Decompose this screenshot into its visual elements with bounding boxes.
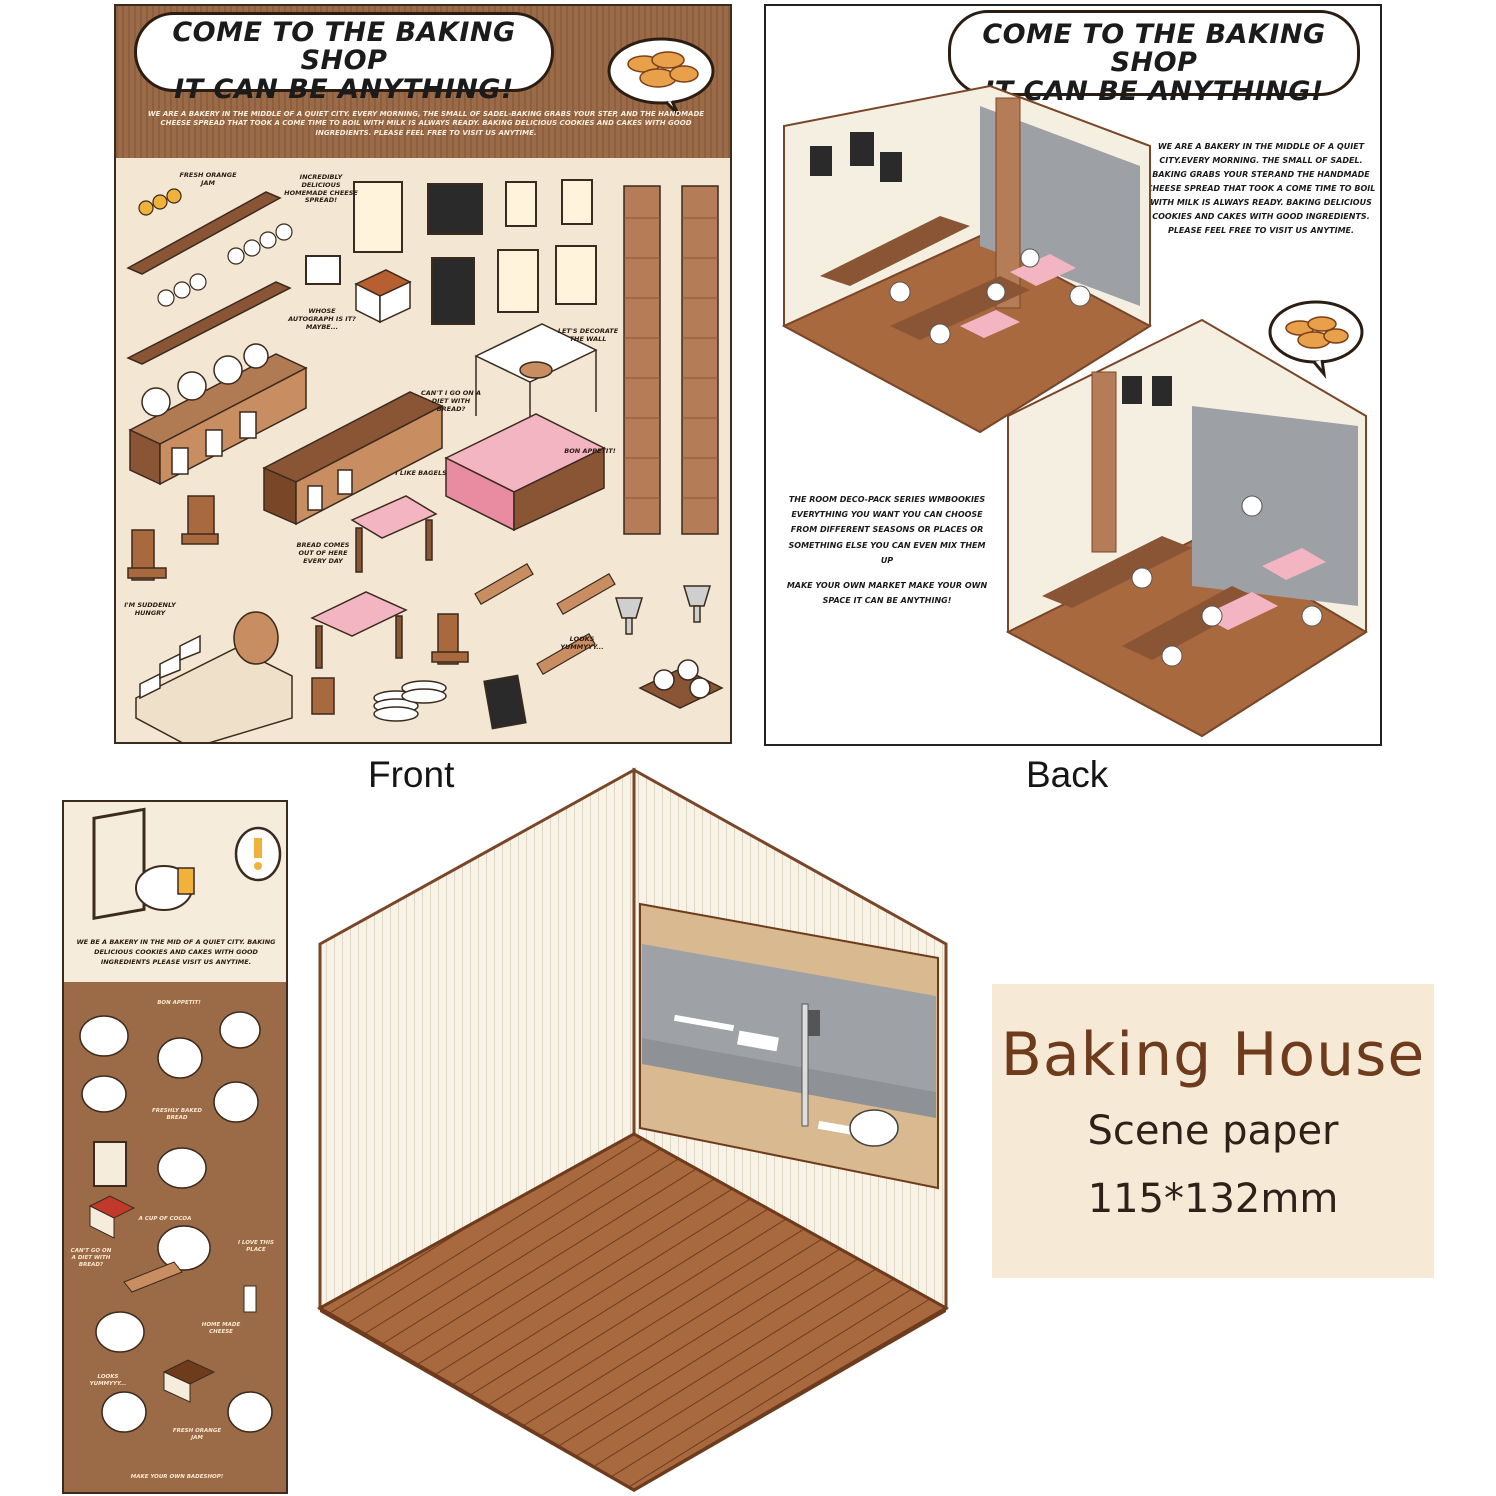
pink-tables (310, 495, 438, 669)
front-label-yummy: LOOKS YUMMYYY... (560, 635, 604, 651)
plates-stack (373, 680, 447, 722)
back-series-line2: MAKE YOUR OWN MARKET MAKE YOUR OWN SPACE… (786, 580, 988, 606)
cake-box (354, 269, 412, 324)
brick-pillars (623, 185, 719, 535)
strip-stickers-art (79, 1011, 273, 1433)
front-stickers-art (126, 179, 724, 742)
back-series-line1: THE ROOM DECO-PACK SERIES WMBOOKIES EVER… (788, 495, 986, 565)
steel-table (474, 323, 598, 448)
front-caption: Front (368, 754, 455, 795)
front-label-bon: BON APPETIT! (564, 447, 616, 455)
back-sheet: COME TO THE BAKING SHOP IT CAN BE ANYTHI… (764, 4, 1382, 746)
bread-plate-icon (607, 37, 715, 116)
strip-label-fresh: FRESHLY BAKED BREAD (152, 1108, 202, 1121)
bagel-boards (474, 562, 616, 676)
gingham-display (444, 413, 606, 532)
strip-label-cocoa: A CUP OF COCOA (138, 1216, 192, 1222)
front-label-jam: FRESH ORANGE JAM (179, 171, 237, 187)
front-label-bagels: I LIKE BAGELS (395, 469, 447, 477)
jar-crate (638, 659, 724, 709)
brick-oven-stairs (135, 611, 293, 742)
front-label-diet: CAN'T I GO ON A DIET WITH BREAD? (421, 389, 481, 413)
back-room-scene-1 (781, 84, 1153, 434)
front-label-hungry: I'M SUDDENLY HUNGRY (124, 601, 176, 617)
product-subtitle: Scene paper (1087, 1108, 1339, 1154)
wall-frames (305, 179, 597, 325)
strip-label-yummy: LOOKS YUMMYYY... (89, 1374, 127, 1387)
empty-room-art (316, 767, 950, 1492)
chairs (127, 495, 469, 715)
product-title-card: Baking House Scene paper 115*132mm (992, 984, 1434, 1278)
strip-intro-text: WE BE A BAKERY IN THE MID OF A QUIET CIT… (76, 938, 276, 966)
strip-label-bon: BON APPETIT! (157, 1000, 201, 1006)
sticker-strip: WE BE A BAKERY IN THE MID OF A QUIET CIT… (62, 800, 288, 1494)
front-sheet: COME TO THE BAKING SHOP IT CAN BE ANYTHI… (114, 4, 732, 744)
product-title: Baking House (1000, 1020, 1426, 1090)
front-intro-text: WE ARE A BAKERY IN THE MIDDLE OF A QUIET… (147, 110, 705, 137)
front-label-bread: BREAD COMES OUT OF HERE EVERY DAY (296, 541, 350, 565)
chalk-sign (483, 674, 527, 730)
display-counter (262, 391, 444, 526)
back-series-text: THE ROOM DECO-PACK SERIES WMBOOKIES EVER… (782, 492, 992, 608)
counter-cabinet (128, 343, 308, 486)
back-room-scene-2 (1005, 318, 1368, 738)
jam-jars (138, 188, 293, 307)
strip-top-art (92, 807, 282, 921)
back-caption: Back (1026, 754, 1109, 795)
front-label-decorate: LET'S DECORATE THE WALL (557, 327, 619, 343)
shelf-top (126, 191, 292, 365)
front-label-autograph: WHOSE AUTOGRAPH IS IT? MAYBE... (288, 307, 356, 331)
back-bread-plate-icon (1268, 300, 1364, 380)
strip-label-cheese: HOME MADE CHEESE (201, 1322, 241, 1335)
strip-label-jam: FRESH ORANGE JAM (172, 1428, 222, 1441)
front-label-cheese: INCREDIBLY DELICIOUS HOMEMADE CHEESE SPR… (284, 173, 358, 205)
strip-label-love: I LOVE THIS PLACE (237, 1240, 275, 1253)
lamps (614, 585, 712, 635)
product-size: 115*132mm (1087, 1176, 1339, 1222)
back-intro-text: WE ARE A BAKERY IN THE MIDDLE OF A QUIET… (1146, 142, 1376, 235)
back-bubble-line1: COME TO THE BAKING SHOP (982, 19, 1326, 79)
front-bubble-line1: COME TO THE BAKING SHOP (172, 17, 516, 77)
back-bubble-line2: IT CAN BE ANYTHING! (984, 75, 1324, 107)
strip-label-diet: CAN'T GO ON A DIET WITH BREAD? (70, 1248, 112, 1268)
strip-footer: MAKE YOUR OWN BADESHOP! (130, 1474, 224, 1480)
back-speech-bubble: COME TO THE BAKING SHOP IT CAN BE ANYTHI… (948, 10, 1360, 106)
front-bubble-line2: IT CAN BE ANYTHING! (174, 73, 514, 105)
front-speech-bubble: COME TO THE BAKING SHOP IT CAN BE ANYTHI… (134, 12, 554, 104)
